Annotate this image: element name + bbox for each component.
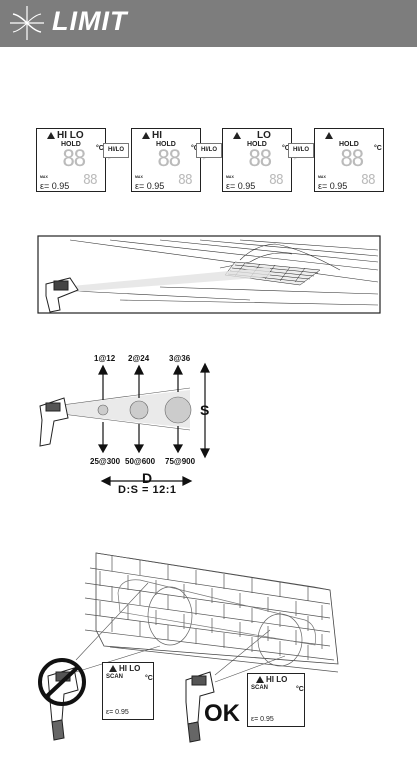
lcd-hold: HOLD — [156, 141, 176, 148]
lcd-main-digits: 88 — [62, 147, 86, 172]
surface-measurement-illustration — [37, 235, 381, 314]
lcd-panel-4: HOLD °C 88 MAX ε= 0.95 88 — [314, 128, 384, 192]
warning-icon — [233, 132, 241, 139]
header-bar: LIMIT — [0, 0, 417, 47]
lcd-unit: °C — [96, 145, 104, 152]
warning-icon — [109, 665, 117, 672]
lcd-max: MAX — [318, 175, 326, 179]
lcd-main-digits: 88 — [157, 147, 181, 172]
brand-logo: LIMIT — [52, 6, 128, 36]
lcd-panel-scan-right: HI LO SCAN °C ε= 0.95 — [247, 673, 305, 727]
lcd-emissivity: ε= 0.95 — [135, 181, 165, 191]
lcd-emissivity: ε= 0.95 — [226, 181, 256, 191]
warning-icon — [325, 132, 333, 139]
lcd-small-digits: 88 — [83, 173, 98, 188]
lcd-panel-scan-left: HI LO SCAN °C ε= 0.95 — [102, 662, 154, 720]
distance-label: 75@900 — [165, 457, 196, 466]
lcd-unit: °C — [374, 145, 382, 152]
lcd-emissivity: ε= 0.95 — [251, 716, 274, 723]
lcd-small-digits: 88 — [269, 173, 284, 188]
lcd-emissivity: ε= 0.95 — [40, 181, 70, 191]
lcd-small-digits: 88 — [361, 173, 376, 188]
warning-icon — [47, 132, 55, 139]
lcd-hold: HOLD — [247, 141, 267, 148]
lcd-emissivity: ε= 0.95 — [318, 181, 348, 191]
distance-to-spot-diagram — [39, 362, 210, 486]
lcd-panel-2: HI HOLD °C 88 MAX ε= 0.95 88 — [131, 128, 201, 192]
lcd-hold: HOLD — [339, 141, 359, 148]
distance-label: 50@600 — [125, 457, 156, 466]
lcd-max: MAX — [135, 175, 143, 179]
lcd-indicator: HI LO — [119, 664, 141, 673]
spot-label: 3@36 — [169, 354, 191, 363]
lcd-mode: SCAN — [106, 674, 124, 680]
lcd-panel-1: HI LO HOLD °C 88 MAX ε= 0.95 88 — [36, 128, 106, 192]
lcd-indicator: LO — [257, 130, 271, 141]
lcd-indicator: HI LO — [266, 675, 288, 684]
lcd-main-digits: 88 — [248, 147, 272, 172]
lcd-max: MAX — [40, 175, 48, 179]
warning-icon — [142, 132, 150, 139]
lcd-panel-3: LO HOLD °C 88 MAX ε= 0.95 88 — [222, 128, 292, 192]
spot-label: 1@12 — [94, 354, 116, 363]
lcd-unit: °C — [296, 686, 304, 693]
lcd-unit: °C — [145, 675, 153, 682]
spot-label: 2@24 — [128, 354, 150, 363]
hi-lo-button: HI/LO — [196, 143, 222, 158]
lcd-main-digits: 88 — [340, 147, 364, 172]
lcd-mode: SCAN — [251, 685, 269, 691]
warning-icon — [256, 676, 264, 683]
brand-star-icon — [10, 6, 44, 40]
lcd-unit: °C — [282, 145, 290, 152]
hi-lo-button: HI/LO — [288, 143, 314, 158]
lcd-hold: HOLD — [61, 141, 81, 148]
distance-spot-ratio: D:S = 12:1 — [118, 484, 177, 496]
ok-label: OK — [204, 700, 240, 727]
lcd-max: MAX — [226, 175, 234, 179]
spot-size-label: S — [200, 402, 210, 418]
distance-label: 25@300 — [90, 457, 121, 466]
hi-lo-button: HI/LO — [103, 143, 129, 158]
lcd-small-digits: 88 — [178, 173, 193, 188]
lcd-unit: °C — [191, 145, 199, 152]
lcd-indicator: HI LO — [57, 130, 84, 141]
distance-label-d: D — [142, 470, 153, 486]
lcd-indicator: HI — [152, 130, 162, 141]
lcd-emissivity: ε= 0.95 — [106, 709, 129, 716]
